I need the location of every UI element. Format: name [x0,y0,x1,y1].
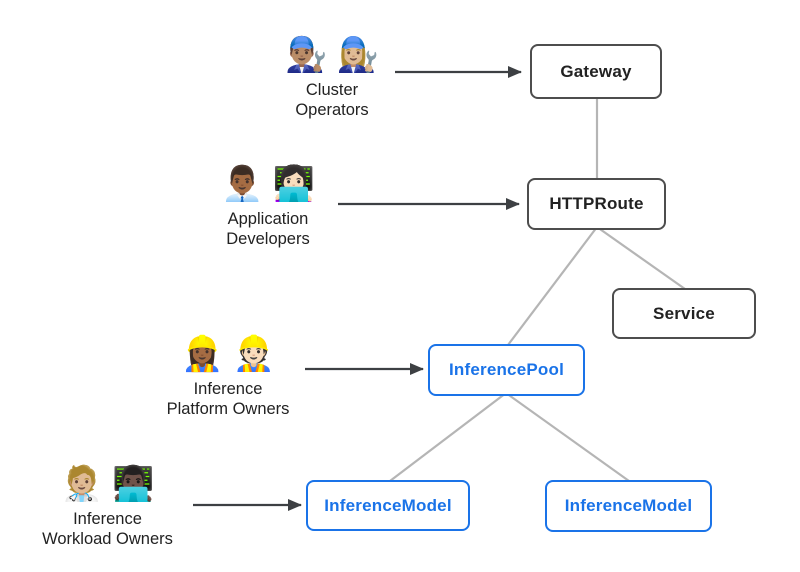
node-label: InferencePool [448,360,565,379]
actor-cluster-operators: 👨🏽‍🔧 👩🏼‍🔧 Cluster Operators [252,36,412,120]
construction-worker-emoji-pair-icon: 👷🏾‍♀️ 👷🏻 [180,335,276,373]
node-httproute: HTTPRoute [527,178,666,230]
connector-httproute-inferencepool [507,226,598,346]
node-label: InferenceModel [564,496,693,515]
actor-inference-platform-owners: 👷🏾‍♀️ 👷🏻 Inference Platform Owners [128,335,328,419]
connector-inferencepool-inferencemodel-2 [505,392,630,482]
node-label: InferenceModel [324,495,452,515]
node-inferencepool: InferencePool [428,344,585,396]
actor-label-line2: Operators [295,101,369,120]
connector-httproute-service [596,226,686,290]
actor-label-line1: Application [227,210,309,229]
node-label: HTTPRoute [549,194,644,213]
actor-label-line1: Inference [73,510,142,529]
actor-application-developers: 👨🏾‍💼 👩🏻‍💻 Application Developers [188,165,348,249]
node-label: Gateway [560,61,632,81]
mechanic-emoji-pair-icon: 👨🏽‍🔧 👩🏼‍🔧 [284,36,380,74]
actor-inference-workload-owners: 🧑🏼‍⚕️ 👨🏿‍💻 Inference Workload Owners [10,465,205,549]
actor-label-line1: Cluster [305,81,359,100]
actor-label-line2: Platform Owners [166,400,290,419]
actor-label: Inference Workload Owners [10,509,205,549]
node-gateway: Gateway [530,44,662,99]
node-label: Service [653,303,715,323]
actor-label-line2: Workload Owners [42,530,173,549]
connector-inferencepool-inferencemodel-1 [389,392,507,482]
node-inferencemodel-2: InferenceModel [545,480,712,532]
health-worker-and-technologist-emoji-pair-icon: 🧑🏼‍⚕️ 👨🏿‍💻 [60,465,155,503]
office-worker-and-technologist-emoji-pair-icon: 👨🏾‍💼 👩🏻‍💻 [220,165,316,203]
actor-label-line1: Inference [193,380,263,399]
node-service: Service [612,288,756,339]
node-inferencemodel-1: InferenceModel [306,480,470,531]
actor-label: Inference Platform Owners [128,379,328,419]
actor-label: Application Developers [188,209,348,249]
actor-label: Cluster Operators [252,80,412,120]
actor-label-line2: Developers [226,230,310,249]
